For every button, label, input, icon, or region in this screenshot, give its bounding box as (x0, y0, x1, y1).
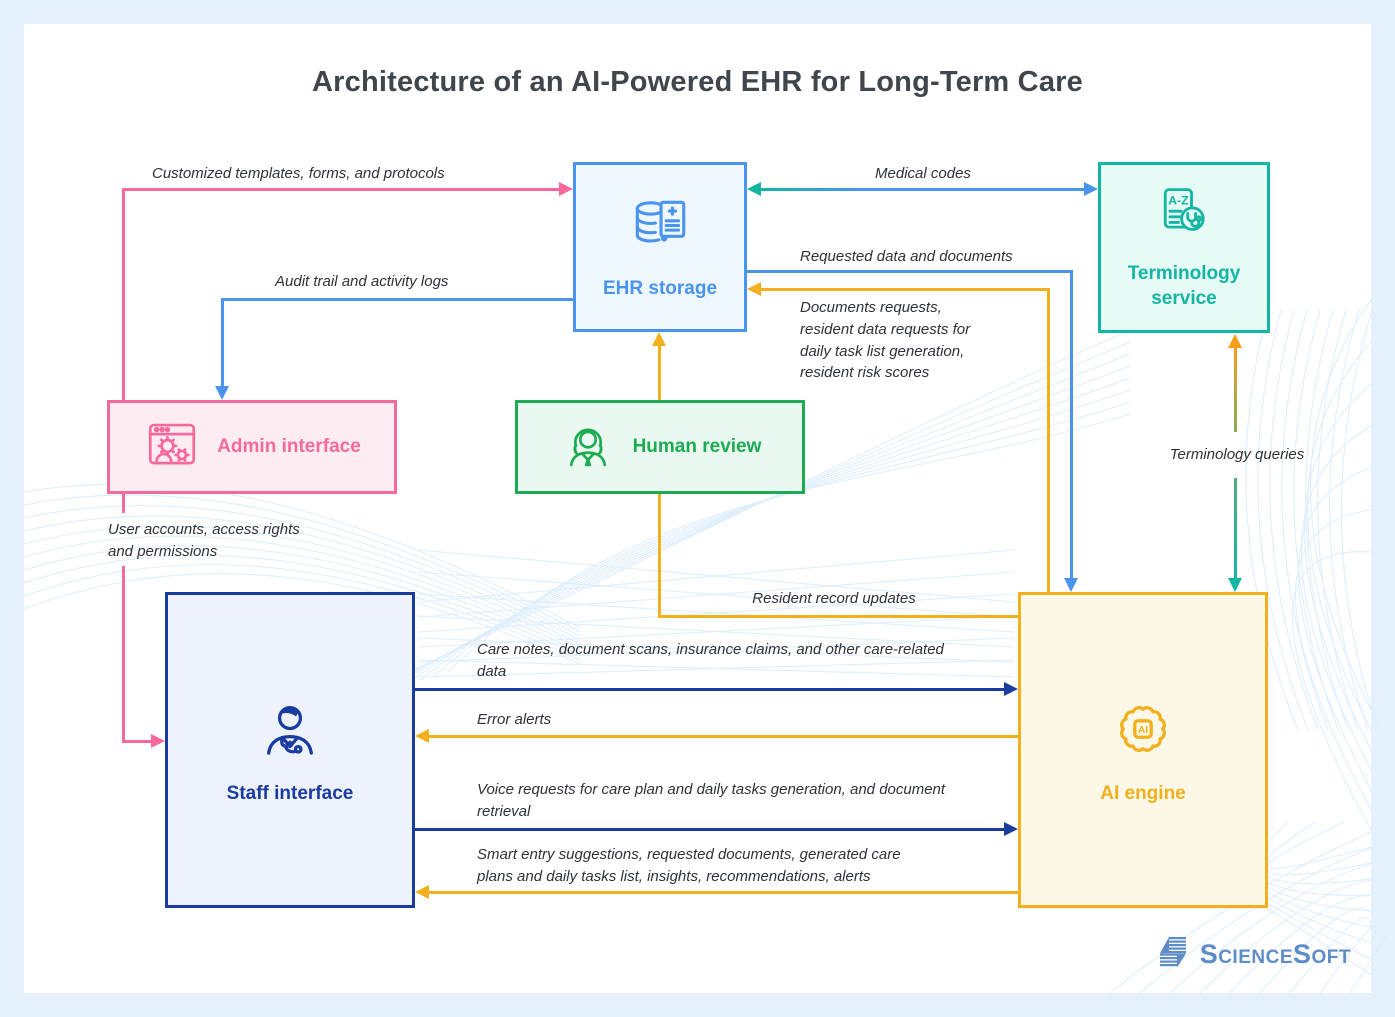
page-title: Architecture of an AI-Powered EHR for Lo… (312, 66, 1083, 98)
edge-medical-codes-arrowhead-right (1084, 182, 1098, 196)
node-label: AI engine (1100, 782, 1186, 804)
edge-voice-requests-arrowhead (1004, 822, 1018, 836)
edge-customized-templates-arrowhead (559, 182, 573, 196)
edge-medical-codes-arrowhead-left (747, 182, 761, 196)
edge-smart-entry-arrowhead (415, 885, 429, 899)
edge-label-audit-trail: Audit trail and activity logs (275, 273, 449, 290)
edge-terminology-queries-line-top (1234, 347, 1237, 432)
edge-customized-templates-line-v (122, 189, 125, 401)
edge-label-terminology-queries: Terminology queries (1169, 446, 1305, 463)
ai-brain-chip-icon: AI (1108, 694, 1178, 769)
human-reviewer-avatar-icon (559, 416, 617, 479)
edge-label-smart-entry: Smart entry suggestions, requested docum… (477, 846, 901, 885)
edge-requested-data-line-v (1070, 270, 1073, 580)
edge-user-accounts-arrowhead (151, 734, 165, 748)
edge-user-accounts-line-v2 (122, 566, 125, 743)
edge-care-notes-arrowhead (1004, 682, 1018, 696)
edge-resident-record-updates-arrowhead (652, 332, 666, 346)
edge-documents-requests-line-h (760, 288, 1050, 291)
node-label: Human review (632, 435, 762, 457)
edge-voice-requests-line (415, 828, 1007, 831)
ehr-storage-database-document-icon (627, 193, 693, 264)
node-label: Staff interface (226, 782, 354, 804)
node-human-review: Human review (515, 400, 805, 494)
terminology-dictionary-stethoscope-icon: A-Z (1154, 184, 1214, 249)
edge-documents-requests-line-v (1047, 288, 1050, 592)
edge-user-accounts-line-h (122, 740, 154, 743)
edge-label-medical-codes: Medical codes (875, 165, 971, 182)
edge-error-alerts-arrowhead (415, 729, 429, 743)
node-terminology-service: A-Z Terminology service (1098, 162, 1270, 333)
node-staff-interface: Staff interface (165, 592, 415, 908)
node-label: Admin interface (217, 435, 361, 457)
edge-customized-templates-line-h (122, 188, 562, 191)
edge-label-user-accounts: User accounts, access rights and permiss… (108, 521, 300, 560)
edge-label-customized-templates: Customized templates, forms, and protoco… (152, 165, 445, 182)
edge-label-documents-requests: Documents requests, resident data reques… (800, 299, 971, 382)
svg-text:AI: AI (1138, 725, 1148, 736)
edge-audit-trail-line-v (221, 298, 224, 388)
edge-requested-data-arrowhead (1064, 578, 1078, 592)
edge-terminology-queries-arrowhead-down (1228, 578, 1242, 592)
edge-care-notes-line (415, 688, 1007, 691)
edge-smart-entry-line (428, 891, 1018, 894)
edge-label-error-alerts: Error alerts (477, 711, 552, 728)
edge-medical-codes-line (759, 188, 1087, 191)
node-admin-interface: Admin interface (107, 400, 397, 494)
sciencesoft-logo: ScienceSoft (1155, 934, 1351, 975)
staff-doctor-avatar-icon (255, 694, 325, 769)
edge-label-requested-data: Requested data and documents (800, 248, 1013, 265)
sciencesoft-logo-text: ScienceSoft (1199, 939, 1351, 969)
edge-label-voice-requests: Voice requests for care plan and daily t… (477, 781, 946, 820)
edge-user-accounts-line-v1 (122, 493, 125, 513)
edge-requested-data-line-h (747, 270, 1073, 273)
edge-label-care-notes: Care notes, document scans, insurance cl… (477, 641, 944, 680)
edge-documents-requests-arrowhead (747, 282, 761, 296)
svg-text:A-Z: A-Z (1168, 193, 1189, 207)
edge-audit-trail-arrowhead (215, 386, 229, 400)
admin-window-gears-icon (143, 416, 201, 479)
node-ai-engine: AI AI engine (1018, 592, 1268, 908)
sciencesoft-logo-icon (1155, 934, 1191, 975)
node-label: Terminology service (1127, 262, 1241, 309)
edge-error-alerts-line (428, 735, 1018, 738)
node-label: EHR storage (602, 277, 718, 299)
node-ehr-storage: EHR storage (573, 162, 747, 332)
edge-audit-trail-line-h (221, 298, 573, 301)
edge-terminology-queries-arrowhead-up (1228, 334, 1242, 348)
edge-terminology-queries-line-bottom (1234, 478, 1237, 579)
edge-resident-record-updates-line-h (659, 615, 1018, 618)
edge-label-resident-record-updates: Resident record updates (752, 590, 916, 607)
